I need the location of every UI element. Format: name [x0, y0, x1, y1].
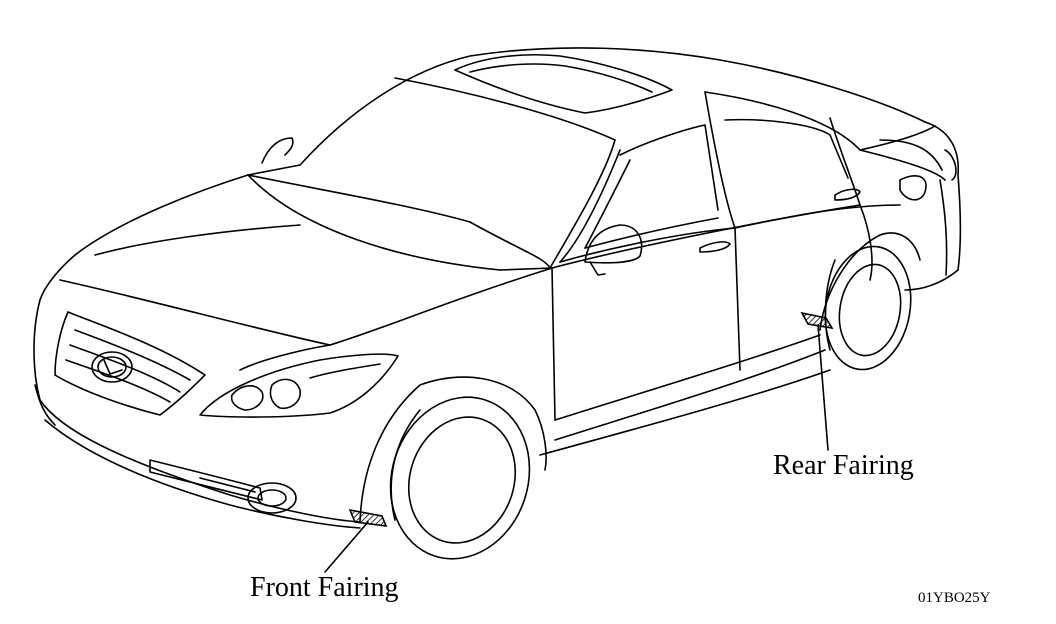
- rear-wheel: [816, 240, 920, 377]
- front-fairing-label: Front Fairing: [250, 572, 399, 603]
- figure-code-label: 01YBO25Y: [918, 590, 991, 606]
- front-wheel: [370, 379, 550, 577]
- front-fairing-part: [350, 510, 386, 526]
- rear-fairing-leader: [818, 325, 828, 450]
- sunroof: [455, 55, 672, 113]
- rear-fairing-label: Rear Fairing: [773, 450, 914, 481]
- rear-fairing-part: [802, 313, 832, 328]
- car-body-outline: [34, 48, 960, 528]
- antenna: [262, 138, 293, 163]
- front-fairing-leader: [325, 522, 368, 572]
